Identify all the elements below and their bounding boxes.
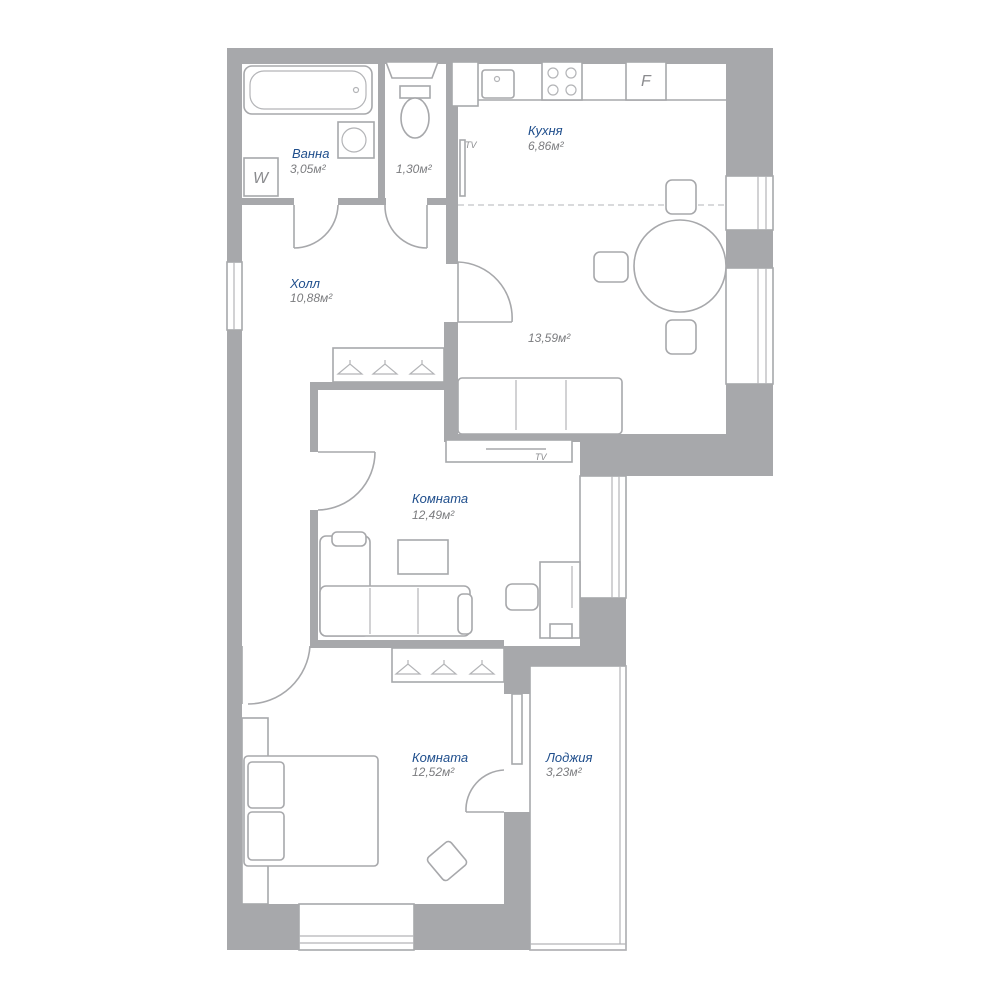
loggia-area: 3,23м² [546, 765, 583, 779]
bath-name: Ванна [292, 146, 329, 161]
chair-icon [593, 251, 629, 283]
armchair-icon [426, 840, 468, 882]
hanger-icon [371, 360, 399, 375]
room-labels: Ванна 3,05м² 1,30м² Кухня 6,86м² Холл 10… [289, 123, 593, 779]
chair-icon [665, 319, 697, 355]
loggia-name: Лоджия [545, 750, 593, 765]
hanger-icon [468, 660, 496, 675]
living-furniture: TV [445, 377, 623, 463]
living-tv-label: TV [535, 452, 547, 462]
hanger-icon [394, 660, 422, 675]
cooktop-icon [541, 61, 583, 101]
oven-column-icon [451, 61, 479, 107]
dining-set [593, 179, 727, 355]
room1-name: Комната [412, 491, 468, 506]
hanger-icon [408, 360, 436, 375]
sofa-icon [457, 377, 623, 435]
room2-name: Комната [412, 750, 468, 765]
room2-area: 12,52м² [412, 765, 455, 779]
windows [226, 175, 774, 951]
toilet-tank-icon [399, 85, 431, 99]
bath-area: 3,05м² [290, 162, 327, 176]
sink-icon [337, 121, 375, 159]
kitchen-name: Кухня [528, 123, 563, 138]
kitchen-sink-icon [481, 69, 515, 99]
washer-label: W [253, 170, 270, 187]
hanger-icon [336, 360, 364, 375]
bathroom-fixtures: W [243, 61, 440, 197]
walls [227, 48, 773, 950]
wc-cistern-icon [384, 61, 440, 79]
tv-icon [459, 139, 466, 197]
kitchen-area: 6,86м² [528, 139, 565, 153]
toilet-icon [400, 97, 430, 139]
chair-icon [665, 179, 697, 215]
doors [241, 204, 513, 813]
tv-stand-icon [445, 439, 573, 463]
kitchen-tv-label: TV [465, 140, 477, 150]
hall-wardrobe [332, 347, 445, 383]
room2-furniture [241, 647, 505, 905]
hall-area: 10,88м² [290, 291, 333, 305]
room1-area: 12,49м² [412, 508, 455, 522]
kitchen-fixtures: F TV [451, 61, 726, 206]
dining-table-icon [633, 219, 727, 313]
hall-name: Холл [289, 276, 321, 291]
chair-icon [505, 583, 539, 611]
fridge-label: F [641, 73, 652, 90]
living-area: 13,59м² [528, 331, 571, 345]
room1-furniture [319, 531, 581, 639]
bathtub-icon [243, 65, 373, 115]
wc-area: 1,30м² [396, 162, 433, 176]
washing-machine-icon [243, 157, 279, 197]
coffee-table-icon [397, 539, 449, 575]
fridge-icon [625, 61, 667, 101]
hanger-icon [430, 660, 458, 675]
wardrobe-icon [391, 647, 505, 683]
radiator-icon [549, 623, 573, 639]
